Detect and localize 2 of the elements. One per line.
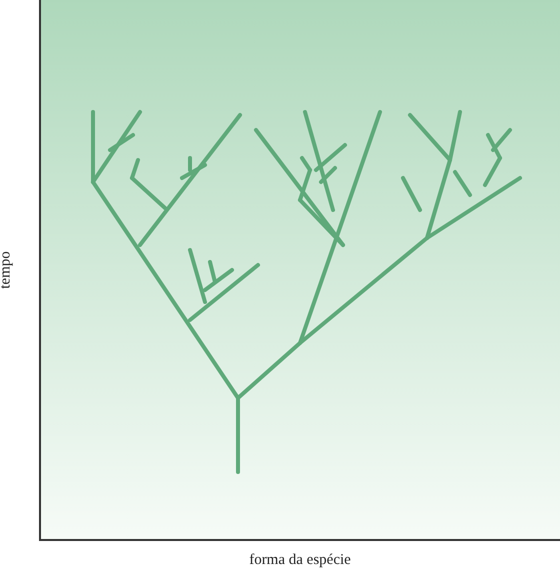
x-axis-label: forma da espécie [249,552,351,569]
y-axis-label: tempo [0,251,14,289]
